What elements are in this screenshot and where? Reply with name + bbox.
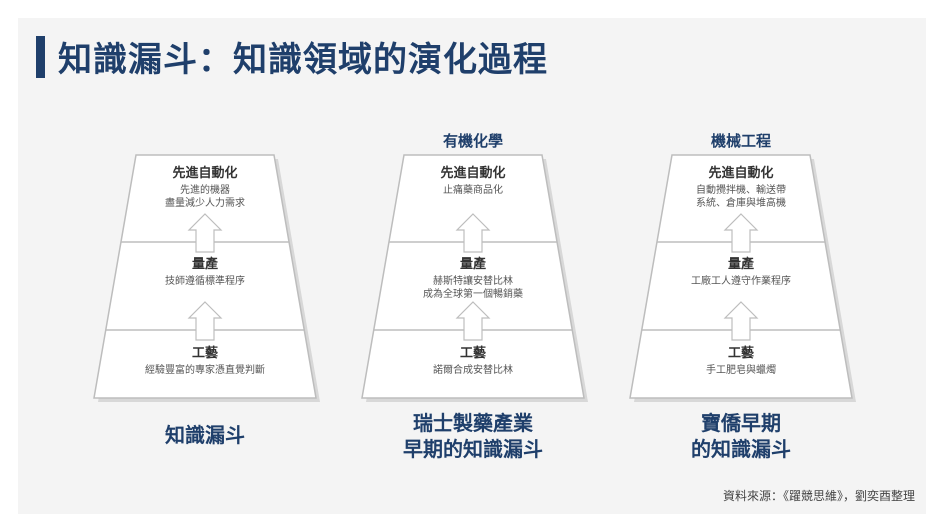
funnel-1-level-3-title: 工藝 — [192, 345, 218, 361]
funnel-3-up-arrow-1 — [723, 213, 759, 253]
funnel-2-caption: 瑞士製藥產業 — [413, 411, 534, 435]
funnel-2-outline — [361, 154, 585, 399]
funnel-1-level-2-desc: 技師遵循標準程序 — [165, 274, 245, 287]
page-title: 知識漏斗：知識領域的演化過程 — [58, 40, 548, 80]
funnel-1-level-3-desc: 經驗豐富的專家憑直覺判斷 — [145, 363, 265, 376]
funnel-2-level-2-desc: 成為全球第一個暢銷藥 — [423, 287, 523, 300]
funnel-1-caption: 知識漏斗 — [165, 423, 245, 447]
funnel-3-level-2-desc: 工廠工人遵守作業程序 — [691, 274, 791, 287]
funnel-3-outline — [629, 154, 853, 399]
funnel-3-caption: 寶僑早期 — [701, 411, 781, 435]
funnel-2-level-1-title: 先進自動化 — [440, 165, 505, 181]
funnel-2-level-3-title: 工藝 — [460, 345, 486, 361]
source-note: 資料來源：《躍競思維》，劉奕酉整理 — [722, 489, 915, 503]
funnel-3-up-arrow-2 — [723, 301, 759, 341]
funnel-2-level-3-desc: 諾爾合成安替比林 — [433, 363, 513, 376]
funnel-3-level-1-desc: 系統、倉庫與堆高機 — [696, 196, 786, 209]
funnel-2-level-2-desc: 赫斯特讓安替比林 — [433, 274, 513, 287]
funnel-1-level-2-title: 量產 — [192, 256, 218, 272]
title-accent-bar — [36, 36, 45, 78]
funnel-2-domain-label: 有機化學 — [443, 132, 503, 150]
funnel-3-level-1-title: 先進自動化 — [708, 165, 773, 181]
funnel-3-domain-label: 機械工程 — [711, 132, 771, 150]
funnel-2-level-1-desc: 止痛藥商品化 — [443, 183, 503, 196]
funnel-1-level-1-desc: 盡量減少人力需求 — [165, 196, 245, 209]
funnel-2-up-arrow-2 — [455, 301, 491, 341]
funnel-1-up-arrow-1 — [187, 213, 223, 253]
funnel-3-caption: 的知識漏斗 — [691, 437, 791, 461]
funnel-1-level-1-title: 先進自動化 — [172, 165, 237, 181]
funnel-3-level-3-desc: 手工肥皂與蠟燭 — [706, 363, 776, 376]
funnel-1-level-1-desc: 先進的機器 — [180, 183, 230, 196]
funnel-3-level-2-title: 量產 — [728, 256, 754, 272]
funnel-2-level-2-title: 量產 — [460, 256, 486, 272]
funnel-2-up-arrow-1 — [455, 213, 491, 253]
funnel-3-level-3-title: 工藝 — [728, 345, 754, 361]
funnel-1-up-arrow-2 — [187, 301, 223, 341]
funnel-3-level-1-desc: 自動攪拌機、輸送帶 — [696, 183, 786, 196]
funnel-2-caption: 早期的知識漏斗 — [403, 437, 543, 461]
funnel-1-outline — [93, 154, 317, 399]
